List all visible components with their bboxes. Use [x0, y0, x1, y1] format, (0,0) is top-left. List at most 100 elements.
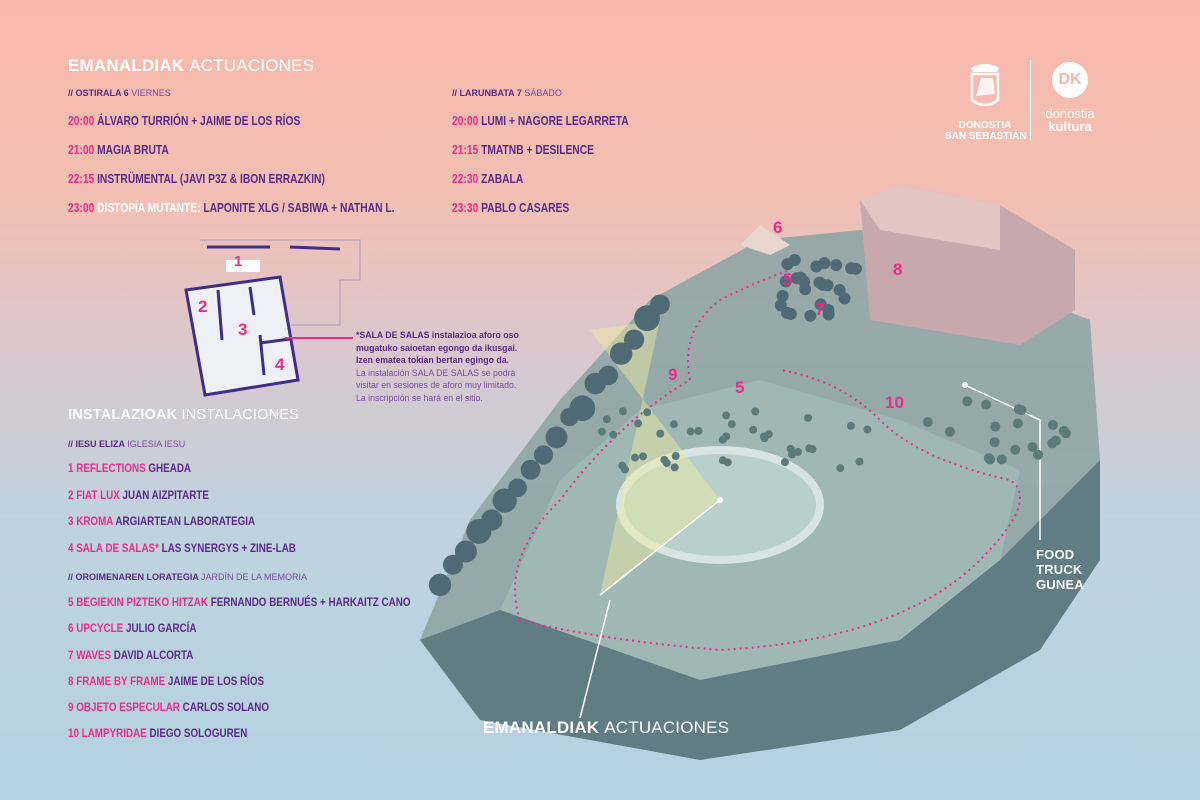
marker-6: 6 [773, 218, 783, 237]
time: 21:15 [452, 143, 479, 157]
installation-row: 4 SALA DE SALAS* LAS SYNERGYS + ZINE-LAB [68, 541, 296, 568]
tree-icon [508, 478, 527, 498]
installation-row: 10 LAMPYRIDAE DIEGO SOLOGUREN [68, 726, 411, 752]
logo-divider [1030, 60, 1031, 140]
label-eu: // OROIMENAREN LORATEGIA [68, 572, 199, 582]
artist: LAS SYNERGYS + ZINE-LAB [161, 540, 296, 555]
installations-list-1: 1 REFLECTIONS GHEADA 2 FIAT LUX JUAN AIZ… [68, 461, 346, 567]
tree-icon [1027, 441, 1038, 452]
time: 20:00 [452, 114, 479, 128]
tree-icon [804, 309, 817, 322]
tree-icon [722, 432, 731, 441]
tree-icon [669, 420, 678, 429]
tree-icon [1058, 425, 1069, 436]
room-1-label: 1 [234, 253, 243, 270]
tree-icon [597, 427, 606, 436]
tree-icon [855, 457, 864, 466]
group1-label: // IESU ELIZA IGLESIA IESU [68, 439, 185, 449]
performance-row: 20:00 LUMI + NAGORE LEGARRETA [452, 114, 629, 143]
room-3-label: 3 [238, 320, 248, 339]
label-es: SÁBADO [524, 88, 562, 98]
tree-icon [545, 426, 568, 449]
tree-icon [1047, 419, 1058, 430]
tree-icon [533, 445, 554, 465]
title-es: ACTUACIONES [189, 56, 315, 75]
tree-icon [723, 458, 732, 467]
stage-es: ACTUACIONES [604, 718, 730, 737]
name: PABLO CASARES [481, 201, 570, 215]
tree-icon [784, 307, 797, 320]
work: 5 BEGIEKIN PIZTEKO HITZAK [68, 595, 208, 609]
performance-row: 23:00 DISTOPÍA MUTANTE: LAPONITE XLG / S… [68, 201, 394, 230]
installation-row: 9 OBJETO ESPECULAR CARLOS SOLANO [68, 700, 411, 726]
tree-icon [821, 279, 834, 292]
name: TMATNB + DESILENCE [481, 143, 594, 157]
tree-icon [492, 488, 517, 513]
tree-icon [945, 426, 956, 437]
tree-icon [814, 298, 827, 311]
artist: JAIME DE LOS RÍOS [167, 673, 265, 688]
tree-icon [781, 258, 794, 271]
tree-icon [1010, 444, 1021, 455]
title-es: INSTALACIONES [181, 407, 300, 423]
note-line: *SALA DE SALAS instalazioa aforo oso [356, 330, 519, 341]
dk-mark-icon: DK [1052, 62, 1088, 98]
tree-icon [751, 407, 760, 416]
tree-icon [985, 454, 996, 465]
time: 21:00 [68, 143, 95, 157]
room-4-label: 4 [275, 355, 285, 374]
work: 3 KROMA [68, 514, 114, 528]
tree-icon [660, 455, 669, 464]
installation-row: 5 BEGIEKIN PIZTEKO HITZAK FERNANDO BERNU… [68, 595, 411, 621]
tree-icon [863, 425, 872, 434]
tree-icon [846, 421, 855, 430]
tree-icon [780, 458, 789, 467]
time: 23:00 [68, 201, 95, 215]
title-eu: INSTALAZIOAK [68, 407, 178, 423]
tree-icon [1016, 405, 1027, 416]
tree-icon [481, 509, 503, 531]
installation-row: 3 KROMA ARGIARTEAN LABORATEGIA [68, 514, 296, 541]
friday-label: // OSTIRALA 6 VIERNES [68, 88, 171, 98]
tree-icon [1047, 438, 1058, 449]
tree-icon [722, 411, 731, 420]
tree-icon [631, 453, 640, 462]
tree-icon [656, 429, 665, 438]
tree-icon [793, 447, 802, 456]
marker-7: 7 [815, 300, 825, 319]
tree-icon [822, 308, 835, 321]
walking-path [514, 269, 791, 621]
label-eu: // LARUNBATA 7 [452, 88, 522, 98]
note-line: Izen ematea tokian bertan egingo da. [356, 355, 509, 366]
installations-title: INSTALAZIOAK INSTALACIONES [68, 407, 299, 423]
artist: GHEADA [148, 461, 192, 475]
friday-list: 20:00 ÁLVARO TURRIÓN + JAIME DE LOS RÍOS… [68, 114, 466, 230]
performance-row: 21:00 MAGIA BRUTA [68, 143, 394, 172]
work: 8 FRAME BY FRAME [68, 673, 166, 688]
installation-row: 2 FIAT LUX JUAN AIZPITARTE [68, 488, 296, 515]
name: ÁLVARO TURRIÓN + JAIME DE LOS RÍOS [97, 114, 301, 128]
saturday-list: 20:00 LUMI + NAGORE LEGARRETA 21:15 TMAT… [452, 114, 667, 230]
pavilion [740, 225, 790, 255]
tree-icon [833, 283, 846, 296]
name: MAGIA BRUTA [97, 143, 169, 157]
tree-icon [634, 419, 643, 428]
tree-icon [990, 421, 1001, 432]
name: LAPONITE XLG / SABIWA + NATHAN L. [203, 201, 395, 215]
note-line: mugatuko saioetan egongo da ikusgai. [356, 342, 518, 354]
tree-icon [981, 399, 992, 410]
tree-icon [779, 275, 792, 288]
tree-icon [749, 425, 758, 434]
tree-icon [520, 459, 541, 480]
tree-icon [643, 408, 652, 417]
tree-icon [650, 294, 670, 315]
central-circle [616, 446, 824, 564]
tree-icon [671, 451, 680, 460]
museum-roof [860, 185, 1000, 250]
installation-row: 7 WAVES DAVID ALCORTA [68, 648, 411, 674]
artist: ARGIARTEAN LABORATEGIA [115, 514, 256, 528]
artist: JUAN AIZPITARTE [122, 487, 209, 502]
installation-row: 8 FRAME BY FRAME JAIME DE LOS RÍOS [68, 674, 411, 700]
